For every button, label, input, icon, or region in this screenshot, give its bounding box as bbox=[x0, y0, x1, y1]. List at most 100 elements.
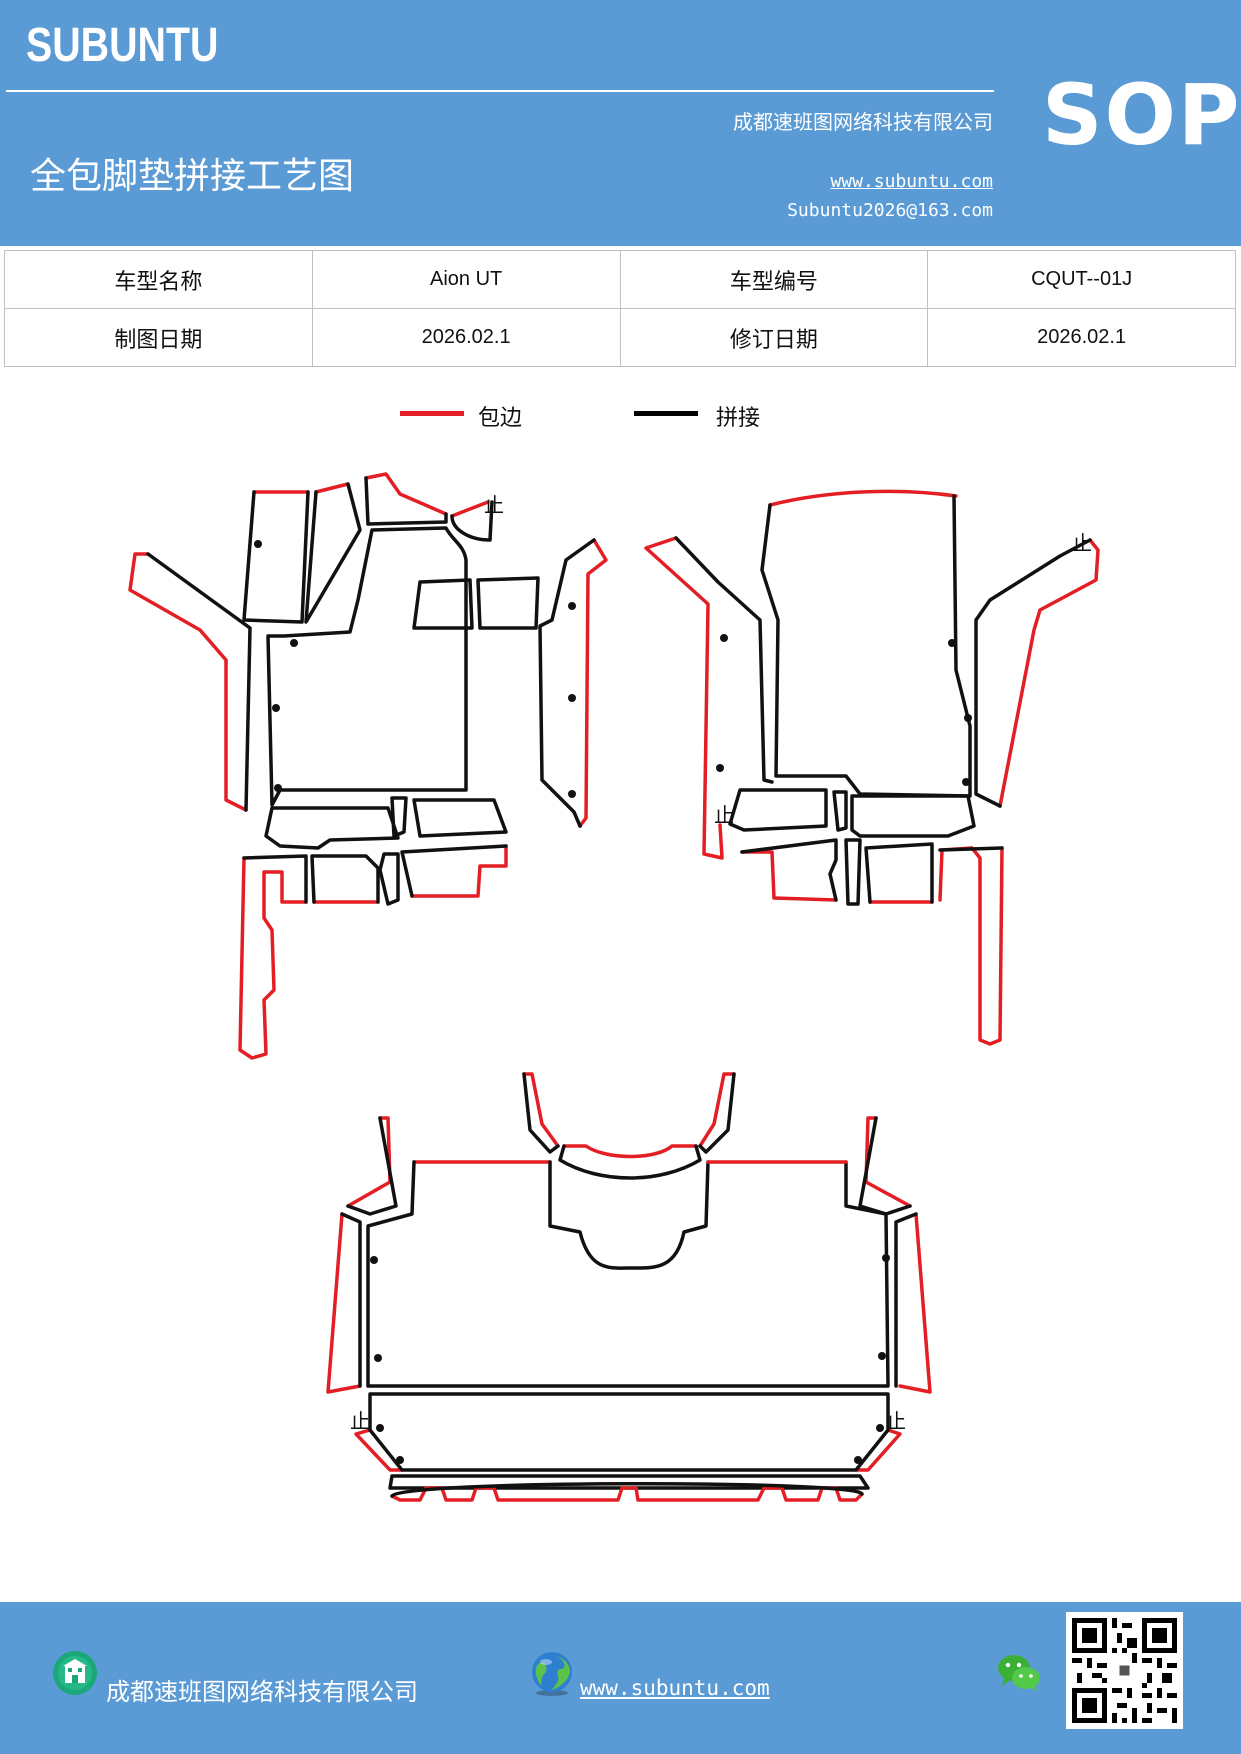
mat-piece bbox=[366, 1160, 890, 1388]
mat-piece bbox=[364, 476, 448, 526]
mat-piece bbox=[562, 1144, 698, 1159]
mat-piece bbox=[864, 1116, 912, 1208]
mat-piece bbox=[974, 538, 1092, 808]
table-row: 制图日期 2026.02.1 修订日期 2026.02.1 bbox=[4, 308, 1236, 367]
seam-dot bbox=[962, 778, 970, 786]
mat-piece bbox=[476, 576, 540, 630]
globe-icon bbox=[532, 1652, 572, 1696]
start-marker: 止 bbox=[1072, 531, 1092, 555]
page-footer: 成都速班图网络科技有限公司 www.subuntu.com bbox=[0, 1602, 1241, 1754]
mat-piece bbox=[146, 552, 252, 812]
seam-dot bbox=[290, 639, 298, 647]
mat-piece bbox=[850, 794, 976, 838]
page-title: 全包脚垫拼接工艺图 bbox=[30, 156, 355, 197]
mat-piece bbox=[522, 1072, 560, 1154]
legend-label-seam: 拼接 bbox=[716, 406, 761, 431]
mat-piece bbox=[388, 1474, 870, 1490]
seam-dot bbox=[716, 764, 724, 772]
header-company: 成都速班图网络科技有限公司 bbox=[733, 110, 993, 134]
seam-dot bbox=[854, 1456, 862, 1464]
mat-piece bbox=[364, 472, 448, 516]
legend-swatch-black bbox=[634, 411, 698, 416]
mat-piece bbox=[264, 806, 400, 850]
revision-date-value: 2026.02.1 bbox=[927, 308, 1236, 367]
header-email[interactable]: Subuntu2026@163.com bbox=[787, 200, 993, 221]
rear-group bbox=[326, 1072, 932, 1502]
header-divider bbox=[6, 90, 994, 92]
start-marker: 止 bbox=[350, 1409, 370, 1433]
model-name-value: Aion UT bbox=[311, 250, 621, 309]
wechat-icon[interactable] bbox=[996, 1652, 1042, 1694]
drawing-date-value: 2026.02.1 bbox=[311, 308, 621, 367]
seam-dot bbox=[948, 639, 956, 647]
mat-piece bbox=[412, 798, 508, 838]
drawing-date-label: 制图日期 bbox=[4, 308, 313, 367]
page-header: SUBUNTU 成都速班图网络科技有限公司 全包脚垫拼接工艺图 www.subu… bbox=[0, 0, 1241, 246]
mat-piece bbox=[410, 844, 508, 898]
mat-piece bbox=[128, 552, 248, 812]
mat-piece bbox=[894, 1212, 918, 1388]
mat-piece bbox=[768, 489, 958, 507]
sop-badge: SOP bbox=[1042, 66, 1241, 164]
seam-dot bbox=[274, 784, 282, 792]
seam-dot bbox=[568, 694, 576, 702]
model-code-value: CQUT--01J bbox=[927, 250, 1236, 309]
mat-piece bbox=[644, 536, 724, 860]
seam-dot bbox=[376, 1424, 384, 1432]
mat-piece bbox=[998, 538, 1100, 808]
qr-code-icon bbox=[1072, 1618, 1177, 1723]
mat-piece bbox=[522, 1072, 560, 1148]
mat-piece bbox=[340, 1212, 362, 1388]
mat-piece bbox=[698, 1072, 736, 1148]
mat-piece bbox=[864, 842, 934, 904]
mat-piece bbox=[400, 844, 508, 898]
vehicle-info-table: 车型名称 Aion UT 车型编号 CQUT--01J 制图日期 2026.02… bbox=[4, 250, 1236, 367]
mat-piece bbox=[740, 838, 838, 902]
mat-piece bbox=[326, 1212, 362, 1394]
start-marker: 止 bbox=[484, 493, 504, 517]
footer-website-link[interactable]: www.subuntu.com bbox=[580, 1676, 770, 1700]
seam-dot bbox=[568, 602, 576, 610]
mat-piece bbox=[390, 1481, 864, 1498]
legend-item-edging: 包边 bbox=[400, 400, 580, 440]
qr-code bbox=[1066, 1612, 1183, 1729]
seam-dot bbox=[878, 1352, 886, 1360]
mat-piece bbox=[844, 838, 862, 906]
seam-dot bbox=[720, 634, 728, 642]
mat-piece bbox=[390, 796, 408, 838]
driver-side-group bbox=[128, 472, 608, 1060]
mat-piece bbox=[858, 1116, 912, 1216]
mat-piece bbox=[728, 788, 828, 832]
mat-piece bbox=[450, 500, 494, 542]
seam-dot bbox=[374, 1354, 382, 1362]
revision-date-label: 修订日期 bbox=[619, 308, 929, 367]
seam-dot bbox=[272, 704, 280, 712]
mat-piece bbox=[304, 482, 362, 624]
mat-piece bbox=[412, 578, 474, 630]
mat-piece bbox=[346, 1116, 392, 1208]
mat-piece bbox=[266, 526, 468, 807]
mat-piece bbox=[558, 1144, 702, 1180]
mat-piece bbox=[354, 1428, 902, 1472]
mat-piece bbox=[450, 500, 490, 518]
seam-dot bbox=[876, 1424, 884, 1432]
mat-piece bbox=[740, 850, 838, 902]
mat-piece bbox=[760, 494, 972, 798]
footer-company: 成都速班图网络科技有限公司 bbox=[106, 1678, 418, 1706]
mat-piece bbox=[310, 854, 380, 904]
mat-piece bbox=[832, 790, 848, 832]
mat-piece bbox=[242, 854, 308, 904]
model-code-label: 车型编号 bbox=[619, 250, 929, 309]
mat-piece bbox=[578, 538, 608, 828]
start-marker: 止 bbox=[714, 803, 734, 827]
header-website-link[interactable]: www.subuntu.com bbox=[830, 171, 993, 192]
legend-item-seam: 拼接 bbox=[634, 400, 814, 440]
mat-piece bbox=[346, 1116, 398, 1216]
floor-mat-diagram: 止 止 止 止 止 bbox=[128, 472, 1100, 1502]
seam-dot bbox=[396, 1456, 404, 1464]
seam-dot bbox=[370, 1256, 378, 1264]
mat-piece bbox=[314, 482, 350, 494]
mat-piece bbox=[938, 846, 1004, 1046]
mat-piece bbox=[390, 1486, 864, 1502]
brand-logo: SUBUNTU bbox=[26, 19, 219, 72]
